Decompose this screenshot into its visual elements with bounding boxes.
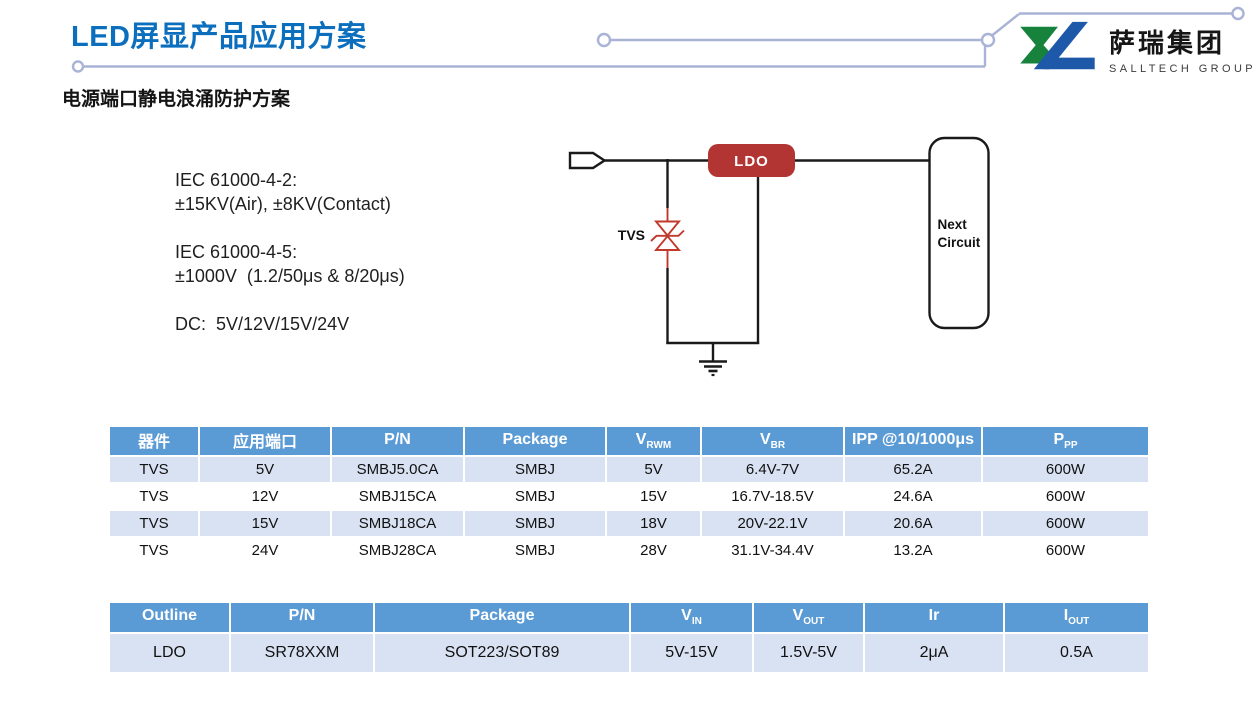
- table-cell: SMBJ: [463, 455, 607, 484]
- table-cell: 20V-22.1V: [700, 509, 845, 538]
- table-cell: 600W: [981, 455, 1150, 484]
- company-logo: 萨瑞集团 SALLTECH GROUP: [1013, 19, 1255, 77]
- table-cell: 31.1V-34.4V: [700, 536, 845, 565]
- table-cell: SMBJ: [463, 509, 607, 538]
- table-cell: 65.2A: [843, 455, 983, 484]
- table-cell: 5V-15V: [629, 632, 754, 674]
- next-circuit-label-line2: Circuit: [938, 235, 981, 250]
- column-header: VOUT: [752, 601, 865, 634]
- column-header: Package: [373, 601, 631, 634]
- table-cell: 24V: [198, 536, 332, 565]
- column-header: Ir: [863, 601, 1005, 634]
- table-cell: 24.6A: [843, 482, 983, 511]
- column-header: IOUT: [1003, 601, 1150, 634]
- table-row: TVS 5V SMBJ5.0CA SMBJ 5V 6.4V-7V 65.2A 6…: [108, 455, 1150, 484]
- table-row: TVS 15V SMBJ18CA SMBJ 18V 20V-22.1V 20.6…: [108, 509, 1150, 538]
- tvs-parts-table: 器件 应用端口 P/N Package VRWM VBR IPP @10/100…: [108, 425, 1150, 565]
- spec-text-block: IEC 61000-4-2: ±15KV(Air), ±8KV(Contact)…: [175, 168, 405, 360]
- table-cell: SMBJ5.0CA: [330, 455, 465, 484]
- table-cell: 28V: [605, 536, 702, 565]
- table-cell: TVS: [108, 455, 200, 484]
- table-cell: 5V: [605, 455, 702, 484]
- circuit-schematic: TVS LDO Next Circuit: [568, 136, 990, 377]
- table-cell: TVS: [108, 482, 200, 511]
- surge-standard: IEC 61000-4-5:: [175, 242, 298, 262]
- table-cell: TVS: [108, 509, 200, 538]
- ldo-parts-table: Outline P/N Package VIN VOUT Ir IOUT LDO…: [108, 601, 1150, 674]
- column-header: Outline: [108, 601, 231, 634]
- table-cell: SMBJ: [463, 536, 607, 565]
- table-cell: 16.7V-18.5V: [700, 482, 845, 511]
- column-header: P/N: [330, 425, 465, 457]
- next-circuit-label-line1: Next: [938, 217, 968, 232]
- logo-text: 萨瑞集团 SALLTECH GROUP: [1109, 19, 1255, 75]
- ldo-table-header-row: Outline P/N Package VIN VOUT Ir IOUT: [108, 601, 1150, 634]
- ldo-label: LDO: [734, 153, 769, 170]
- dc-rails: DC: 5V/12V/15V/24V: [175, 314, 350, 334]
- table-cell: SMBJ15CA: [330, 482, 465, 511]
- column-header: VBR: [700, 425, 845, 457]
- table-cell: 600W: [981, 509, 1150, 538]
- column-header: 器件: [108, 425, 200, 457]
- esd-spec-group: IEC 61000-4-2: ±15KV(Air), ±8KV(Contact): [175, 168, 405, 216]
- column-header: IPP @10/1000μs: [843, 425, 983, 457]
- table-cell: SMBJ28CA: [330, 536, 465, 565]
- table-cell: SR78XXM: [229, 632, 375, 674]
- surge-spec-group: IEC 61000-4-5: ±1000V (1.2/50μs & 8/20μs…: [175, 240, 405, 288]
- table-cell: 1.5V-5V: [752, 632, 865, 674]
- table-row: TVS 24V SMBJ28CA SMBJ 28V 31.1V-34.4V 13…: [108, 536, 1150, 565]
- next-circuit-block: [928, 136, 990, 330]
- logo-company-name: 萨瑞集团: [1109, 28, 1226, 58]
- salltech-logo-icon: [1020, 21, 1095, 70]
- table-cell: 0.5A: [1003, 632, 1150, 674]
- table-cell: TVS: [108, 536, 200, 565]
- esd-rating: ±15KV(Air), ±8KV(Contact): [175, 194, 391, 214]
- tvs-table-header-row: 器件 应用端口 P/N Package VRWM VBR IPP @10/100…: [108, 425, 1150, 457]
- page-title: LED屏显产品应用方案: [71, 21, 367, 53]
- table-cell: 6.4V-7V: [700, 455, 845, 484]
- table-row: LDO SR78XXM SOT223/SOT89 5V-15V 1.5V-5V …: [108, 632, 1150, 674]
- table-cell: 15V: [605, 482, 702, 511]
- decorative-lines: [71, 6, 1245, 73]
- table-cell: 20.6A: [843, 509, 983, 538]
- input-connector-icon: [568, 151, 607, 170]
- logo-company-subname: SALLTECH GROUP: [1109, 63, 1255, 75]
- section-subtitle: 电源端口静电浪涌防护方案: [62, 89, 291, 110]
- ldo-block: [708, 144, 795, 177]
- column-header: VRWM: [605, 425, 702, 457]
- tvs-label: TVS: [618, 227, 645, 243]
- column-header: 应用端口: [198, 425, 332, 457]
- tvs-diode-icon: [650, 208, 685, 268]
- dc-spec-group: DC: 5V/12V/15V/24V: [175, 312, 405, 336]
- column-header: P/N: [229, 601, 375, 634]
- column-header: PPP: [981, 425, 1150, 457]
- table-cell: 18V: [605, 509, 702, 538]
- table-cell: 12V: [198, 482, 332, 511]
- table-cell: 13.2A: [843, 536, 983, 565]
- table-cell: 600W: [981, 482, 1150, 511]
- column-header: VIN: [629, 601, 754, 634]
- surge-rating: ±1000V (1.2/50μs & 8/20μs): [175, 266, 405, 286]
- table-cell: SMBJ18CA: [330, 509, 465, 538]
- table-cell: 600W: [981, 536, 1150, 565]
- esd-standard: IEC 61000-4-2:: [175, 170, 298, 190]
- table-cell: SMBJ: [463, 482, 607, 511]
- table-cell: SOT223/SOT89: [373, 632, 631, 674]
- column-header: Package: [463, 425, 607, 457]
- table-cell: 2μA: [863, 632, 1005, 674]
- table-cell: 15V: [198, 509, 332, 538]
- table-cell: 5V: [198, 455, 332, 484]
- ground-icon: [699, 360, 727, 377]
- table-row: TVS 12V SMBJ15CA SMBJ 15V 16.7V-18.5V 24…: [108, 482, 1150, 511]
- table-cell: LDO: [108, 632, 231, 674]
